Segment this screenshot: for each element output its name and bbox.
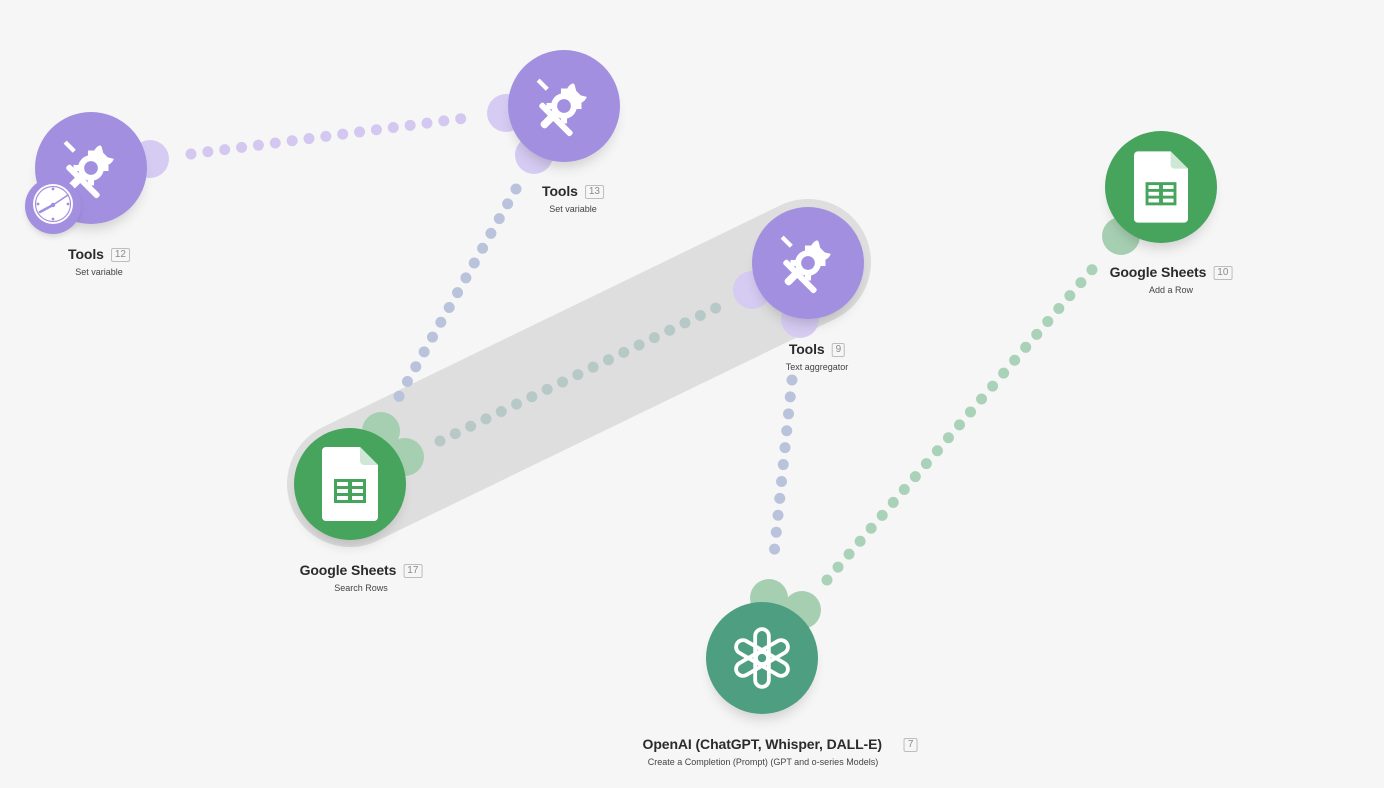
- module-title: Google Sheets: [1109, 264, 1207, 280]
- connection-link-openai7-sheets10[interactable]: [821, 259, 1102, 586]
- schedule-trigger-clock[interactable]: [25, 178, 81, 234]
- module-number-badge: 17: [403, 564, 423, 578]
- module-title: OpenAI (ChatGPT, Whisper, DALL-E): [642, 736, 882, 752]
- module-title: Google Sheets: [299, 562, 397, 578]
- module-action: Search Rows: [334, 583, 388, 593]
- module-google-sheets-10[interactable]: [1105, 131, 1217, 243]
- wrench-screwdriver-icon: [53, 130, 129, 206]
- module-label-google-sheets-17: Google Sheets 17 Search Rows: [300, 562, 423, 593]
- wrench-screwdriver-icon: [526, 68, 602, 144]
- module-number-badge: 12: [110, 248, 130, 262]
- module-label-tools-9: Tools 9 Text aggregator: [786, 341, 849, 372]
- module-tools-9[interactable]: [752, 207, 864, 319]
- module-number-badge: 13: [584, 185, 604, 199]
- connection-link-tools9-openai7[interactable]: [767, 374, 798, 570]
- connection-link-tools13-sheets17[interactable]: [391, 183, 522, 406]
- module-title: Tools: [788, 341, 825, 357]
- module-number-badge: 7: [903, 738, 918, 752]
- module-title: Tools: [68, 246, 104, 262]
- spreadsheet-icon: [322, 447, 378, 521]
- clock-icon: [30, 181, 76, 232]
- openai-logo-icon: [724, 620, 800, 696]
- spreadsheet-icon: [1134, 151, 1188, 223]
- module-action: Set variable: [549, 204, 597, 214]
- module-action: Text aggregator: [785, 362, 849, 372]
- wrench-screwdriver-icon: [770, 225, 846, 301]
- module-label-openai-7: OpenAI (ChatGPT, Whisper, DALL-E) 7 Creat…: [643, 736, 918, 767]
- connection-link-tools12-tools13[interactable]: [185, 112, 472, 160]
- module-title: Tools: [542, 183, 578, 199]
- module-number-badge: 10: [1213, 266, 1233, 280]
- connection-link-sheets17-tools9[interactable]: [434, 301, 724, 447]
- module-openai-7[interactable]: [706, 602, 818, 714]
- module-tools-13[interactable]: [508, 50, 620, 162]
- module-google-sheets-17[interactable]: [294, 428, 406, 540]
- module-label-tools-12: Tools 12 Set variable: [68, 246, 130, 277]
- module-label-google-sheets-10: Google Sheets 10 Add a Row: [1110, 264, 1233, 295]
- module-action: Create a Completion (Prompt) (GPT and o-…: [647, 757, 879, 767]
- module-label-tools-13: Tools 13 Set variable: [542, 183, 604, 214]
- module-action: Set variable: [75, 267, 123, 277]
- module-action: Add a Row: [1148, 285, 1194, 295]
- module-number-badge: 9: [831, 343, 846, 357]
